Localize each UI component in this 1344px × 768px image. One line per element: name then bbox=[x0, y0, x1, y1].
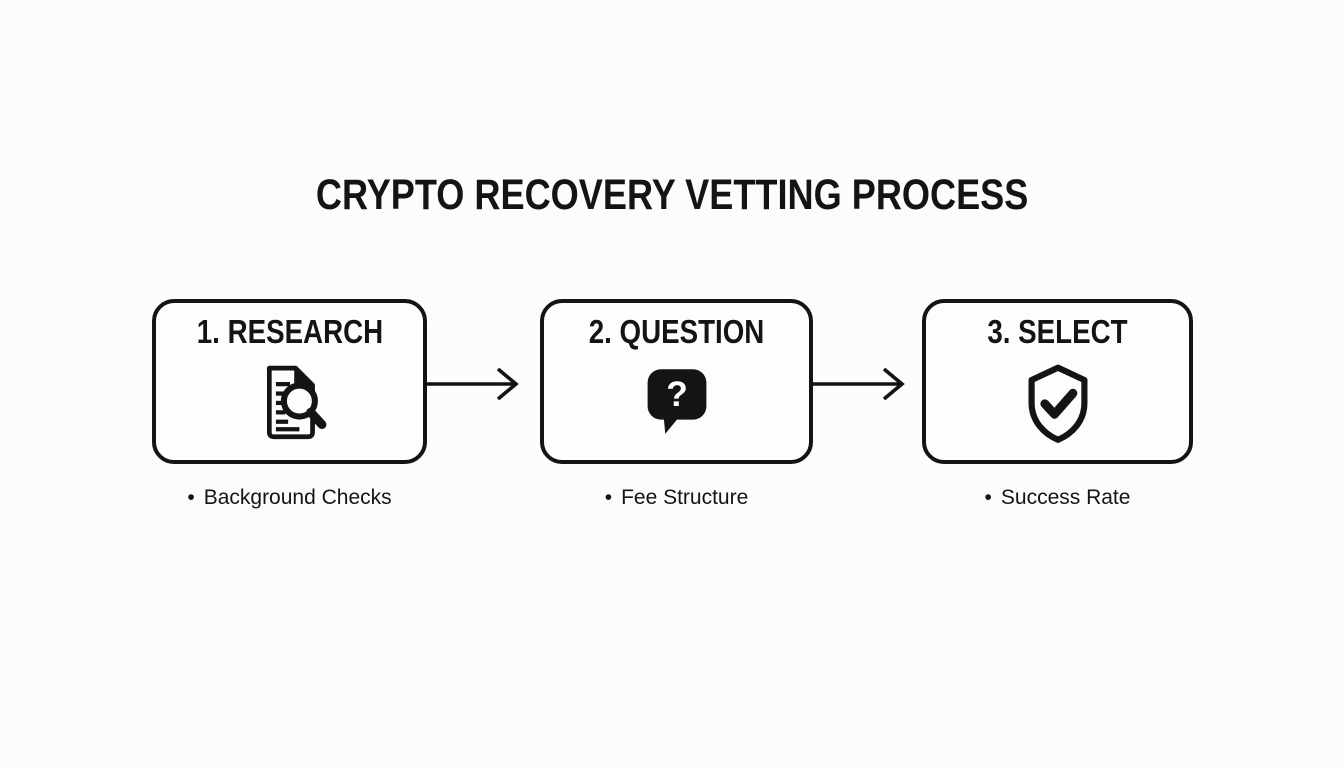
step-box-question: 2. QUESTION ? bbox=[540, 299, 813, 464]
shield-check-icon bbox=[1014, 350, 1102, 460]
step-label: 3. SELECT bbox=[987, 313, 1128, 350]
question-bubble-icon: ? bbox=[635, 350, 719, 460]
flow-arrow-icon bbox=[426, 367, 519, 401]
page-title: CRYPTO RECOVERY VETTING PROCESS bbox=[0, 171, 1344, 219]
page-title-text: CRYPTO RECOVERY VETTING PROCESS bbox=[315, 171, 1029, 219]
note-text: Fee Structure bbox=[621, 486, 749, 509]
document-search-icon bbox=[242, 350, 338, 460]
note-text: Background Checks bbox=[203, 486, 392, 509]
svg-text:?: ? bbox=[666, 375, 688, 414]
step-note-question: • Fee Structure bbox=[540, 485, 813, 510]
step-label: 2. QUESTION bbox=[588, 313, 765, 350]
note-text: Success Rate bbox=[1000, 486, 1131, 509]
step-box-research: 1. RESEARCH bbox=[152, 299, 427, 464]
bullet-icon: • bbox=[187, 486, 195, 509]
step-note-select: • Success Rate bbox=[922, 485, 1193, 510]
bullet-icon: • bbox=[604, 486, 613, 509]
step-label: 1. RESEARCH bbox=[196, 313, 383, 350]
flow-arrow-icon bbox=[812, 367, 905, 401]
bullet-icon: • bbox=[984, 486, 992, 509]
step-note-research: • Background Checks bbox=[152, 485, 427, 510]
step-box-select: 3. SELECT bbox=[922, 299, 1193, 464]
